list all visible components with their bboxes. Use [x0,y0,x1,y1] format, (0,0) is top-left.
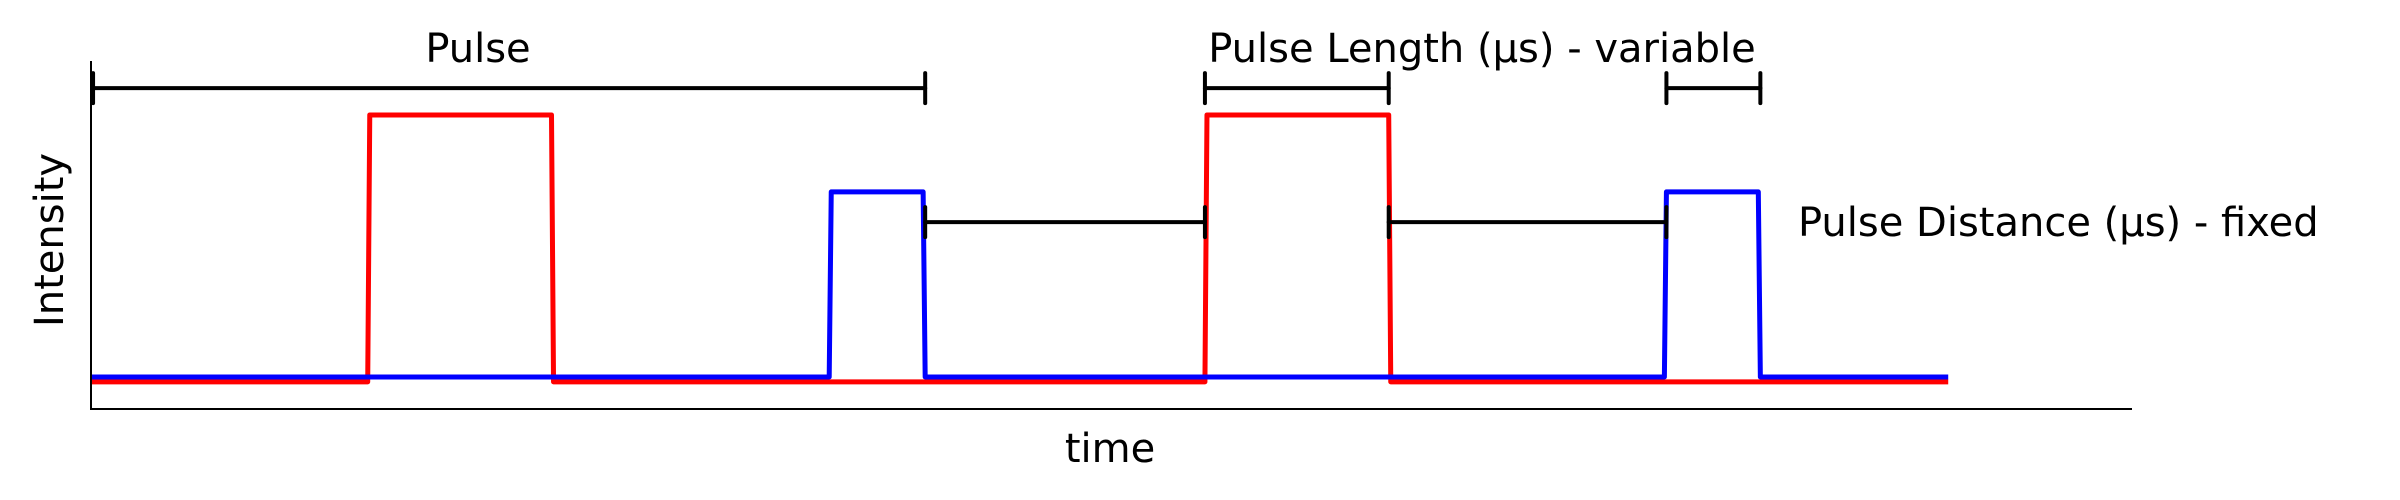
bracket-pulse-distance-1 [923,205,1207,240]
bracket-pulse-distance-2 [1386,205,1669,240]
bracket-pulse-length-1 [1202,71,1391,106]
bracket-pulse-length-2 [1664,71,1763,106]
bracket-pulse-period [91,71,928,106]
annotation-pulse-length: Pulse Length (µs) - variable [1208,26,1755,72]
bracket-layer [91,71,1763,240]
series-line-red [90,112,1949,385]
series-layer [90,112,1949,385]
series-line-blue [90,189,1949,380]
annotation-pulse: Pulse [425,26,530,72]
annotation-pulse-distance: Pulse Distance (µs) - fixed [1798,200,2319,246]
x-axis-label: time [1065,426,1155,472]
y-axis-label: Intensity [27,153,73,327]
